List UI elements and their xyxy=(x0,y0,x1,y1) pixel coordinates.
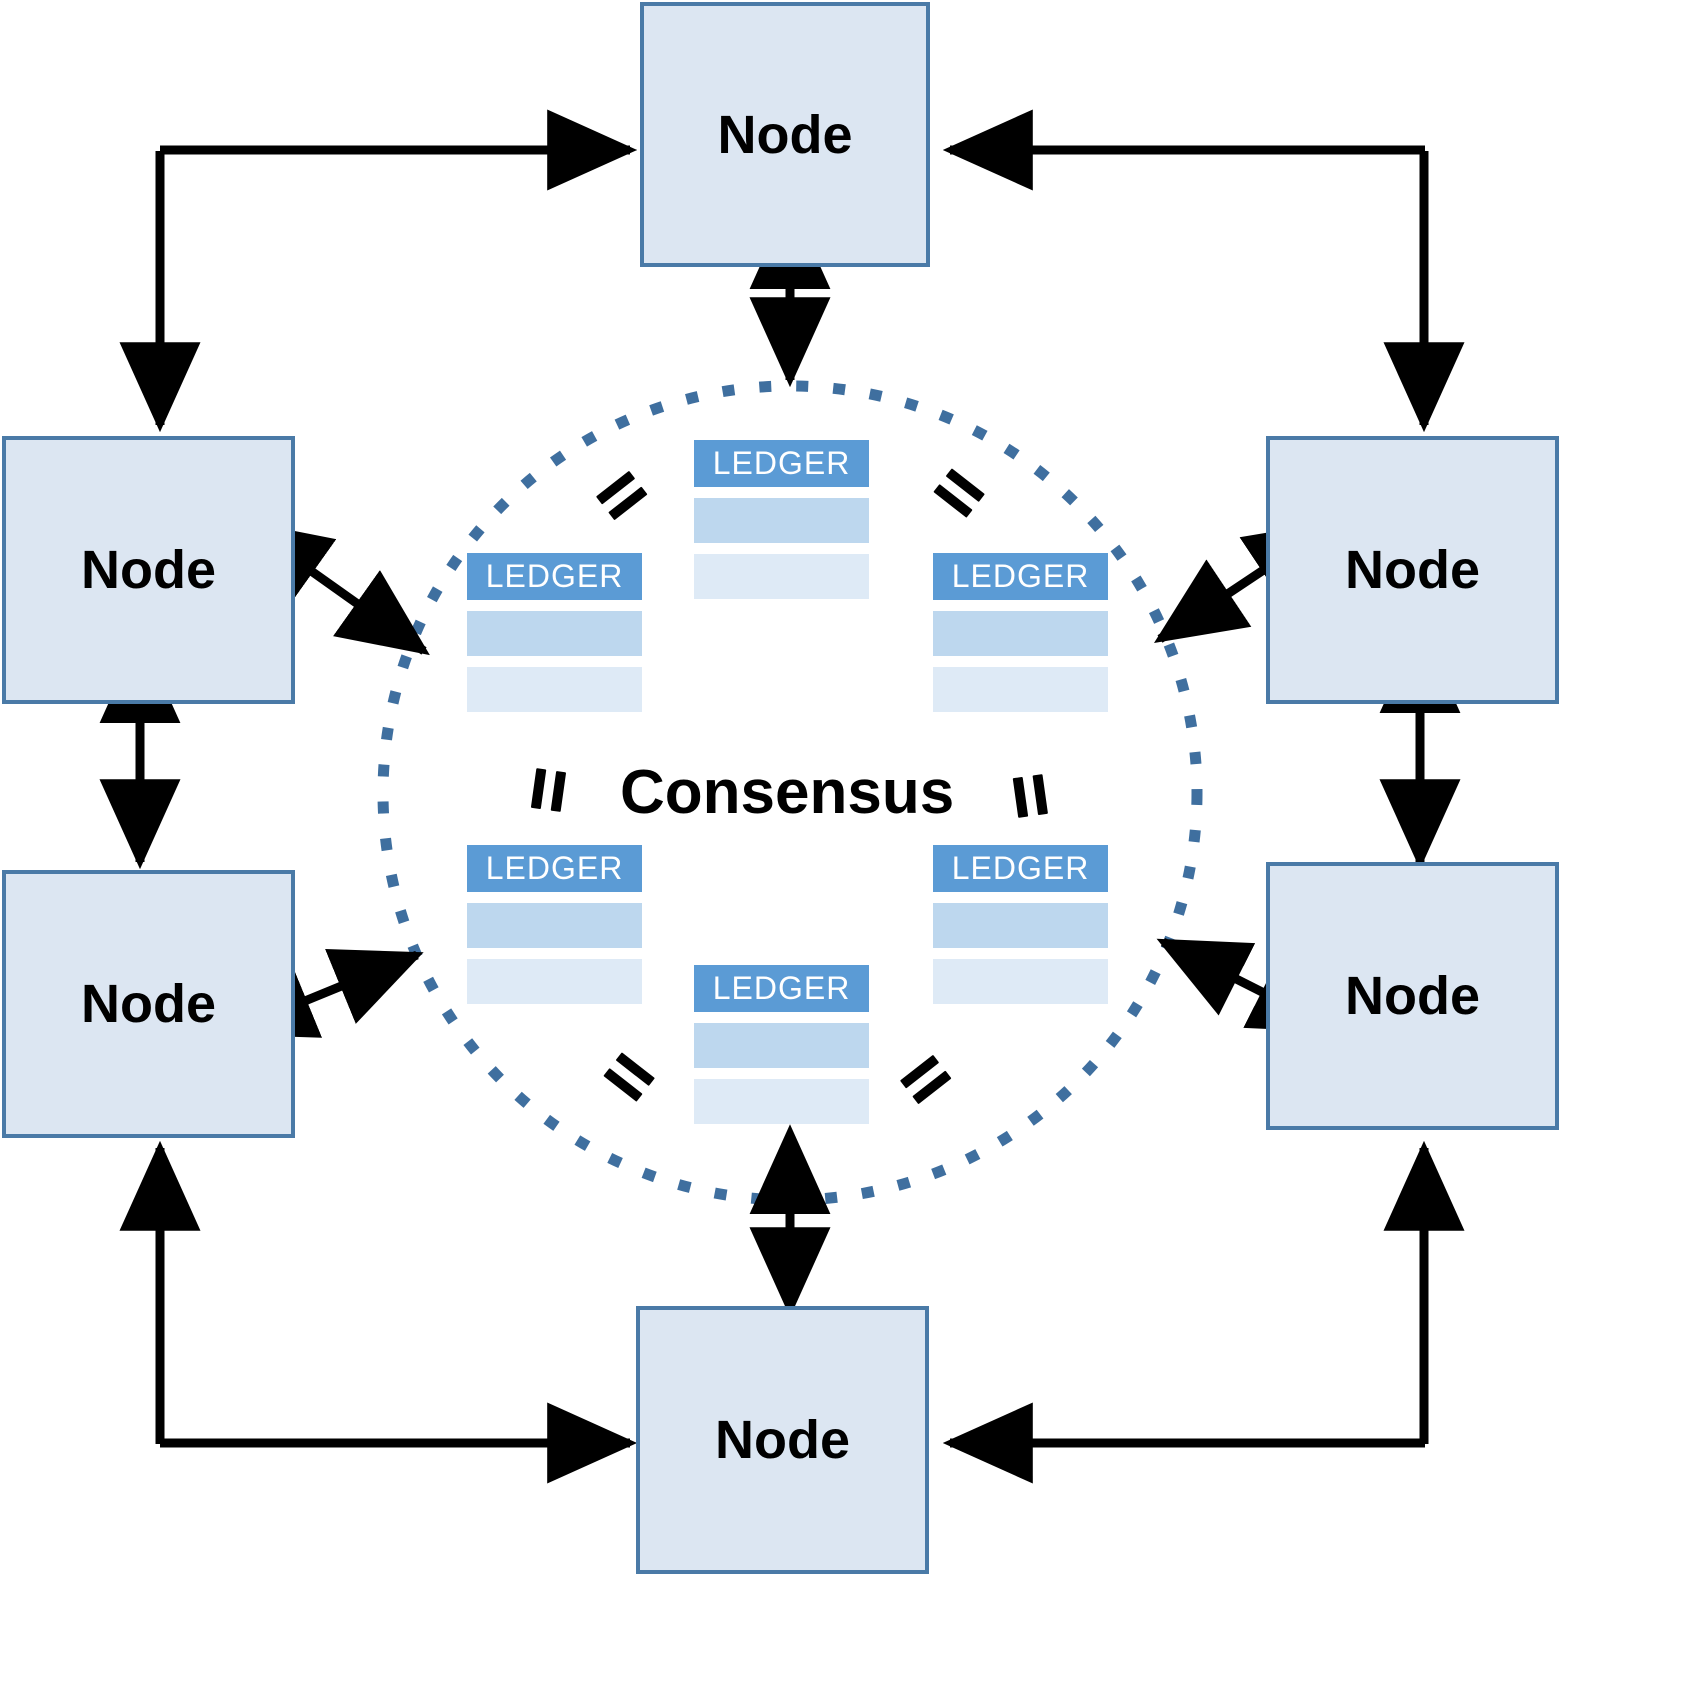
node-box-right-upper[interactable]: Node xyxy=(1266,436,1559,704)
ledger-row-light xyxy=(694,554,869,599)
equals-mark-middle-left xyxy=(530,768,579,814)
arrow-left-lower-node-to-circle xyxy=(223,948,424,1038)
ledger-row-light xyxy=(467,959,642,1004)
node-box-right-lower[interactable]: Node xyxy=(1266,862,1559,1130)
ledger-row-light xyxy=(933,959,1108,1004)
ledger-header: LEDGER xyxy=(933,553,1108,600)
node-label: Node xyxy=(717,104,853,165)
node-label: Node xyxy=(1345,966,1480,1026)
consensus-label: Consensus xyxy=(620,758,955,827)
node-box-top[interactable]: Node xyxy=(640,2,930,267)
ledger-lower-left[interactable]: LEDGER xyxy=(467,845,642,1004)
ledger-row-mid xyxy=(933,903,1108,948)
ledger-row-mid xyxy=(467,903,642,948)
ledger-row-mid xyxy=(694,1023,869,1068)
arrow-left-upper-node-to-circle xyxy=(239,520,430,656)
equals-mark-middle-right xyxy=(999,774,1048,818)
ledger-upper-left[interactable]: LEDGER xyxy=(467,553,642,712)
ledger-row-light xyxy=(694,1079,869,1124)
ledger-header: LEDGER xyxy=(467,553,642,600)
ledger-top[interactable]: LEDGER xyxy=(694,440,869,599)
node-box-left-upper[interactable]: Node xyxy=(2,436,295,704)
ledger-lower-right[interactable]: LEDGER xyxy=(933,845,1108,1004)
ledger-row-light xyxy=(467,667,642,712)
ledger-header: LEDGER xyxy=(933,845,1108,892)
ledger-header: LEDGER xyxy=(694,440,869,487)
node-label: Node xyxy=(81,974,216,1034)
node-label: Node xyxy=(1345,540,1480,600)
ledger-upper-right[interactable]: LEDGER xyxy=(933,553,1108,712)
node-label: Node xyxy=(81,540,216,600)
ledger-row-mid xyxy=(933,611,1108,656)
node-box-left-lower[interactable]: Node xyxy=(2,870,295,1138)
ledger-header: LEDGER xyxy=(694,965,869,1012)
ledger-row-mid xyxy=(694,498,869,543)
arrow-right-lower-node-to-circle xyxy=(1156,937,1342,1033)
ledger-header: LEDGER xyxy=(467,845,642,892)
ledger-bottom[interactable]: LEDGER xyxy=(694,965,869,1124)
ledger-row-mid xyxy=(467,611,642,656)
ledger-row-light xyxy=(933,667,1108,712)
node-box-bottom[interactable]: Node xyxy=(636,1306,929,1574)
arrow-right-upper-node-to-circle xyxy=(1154,521,1337,643)
node-label: Node xyxy=(715,1410,850,1470)
